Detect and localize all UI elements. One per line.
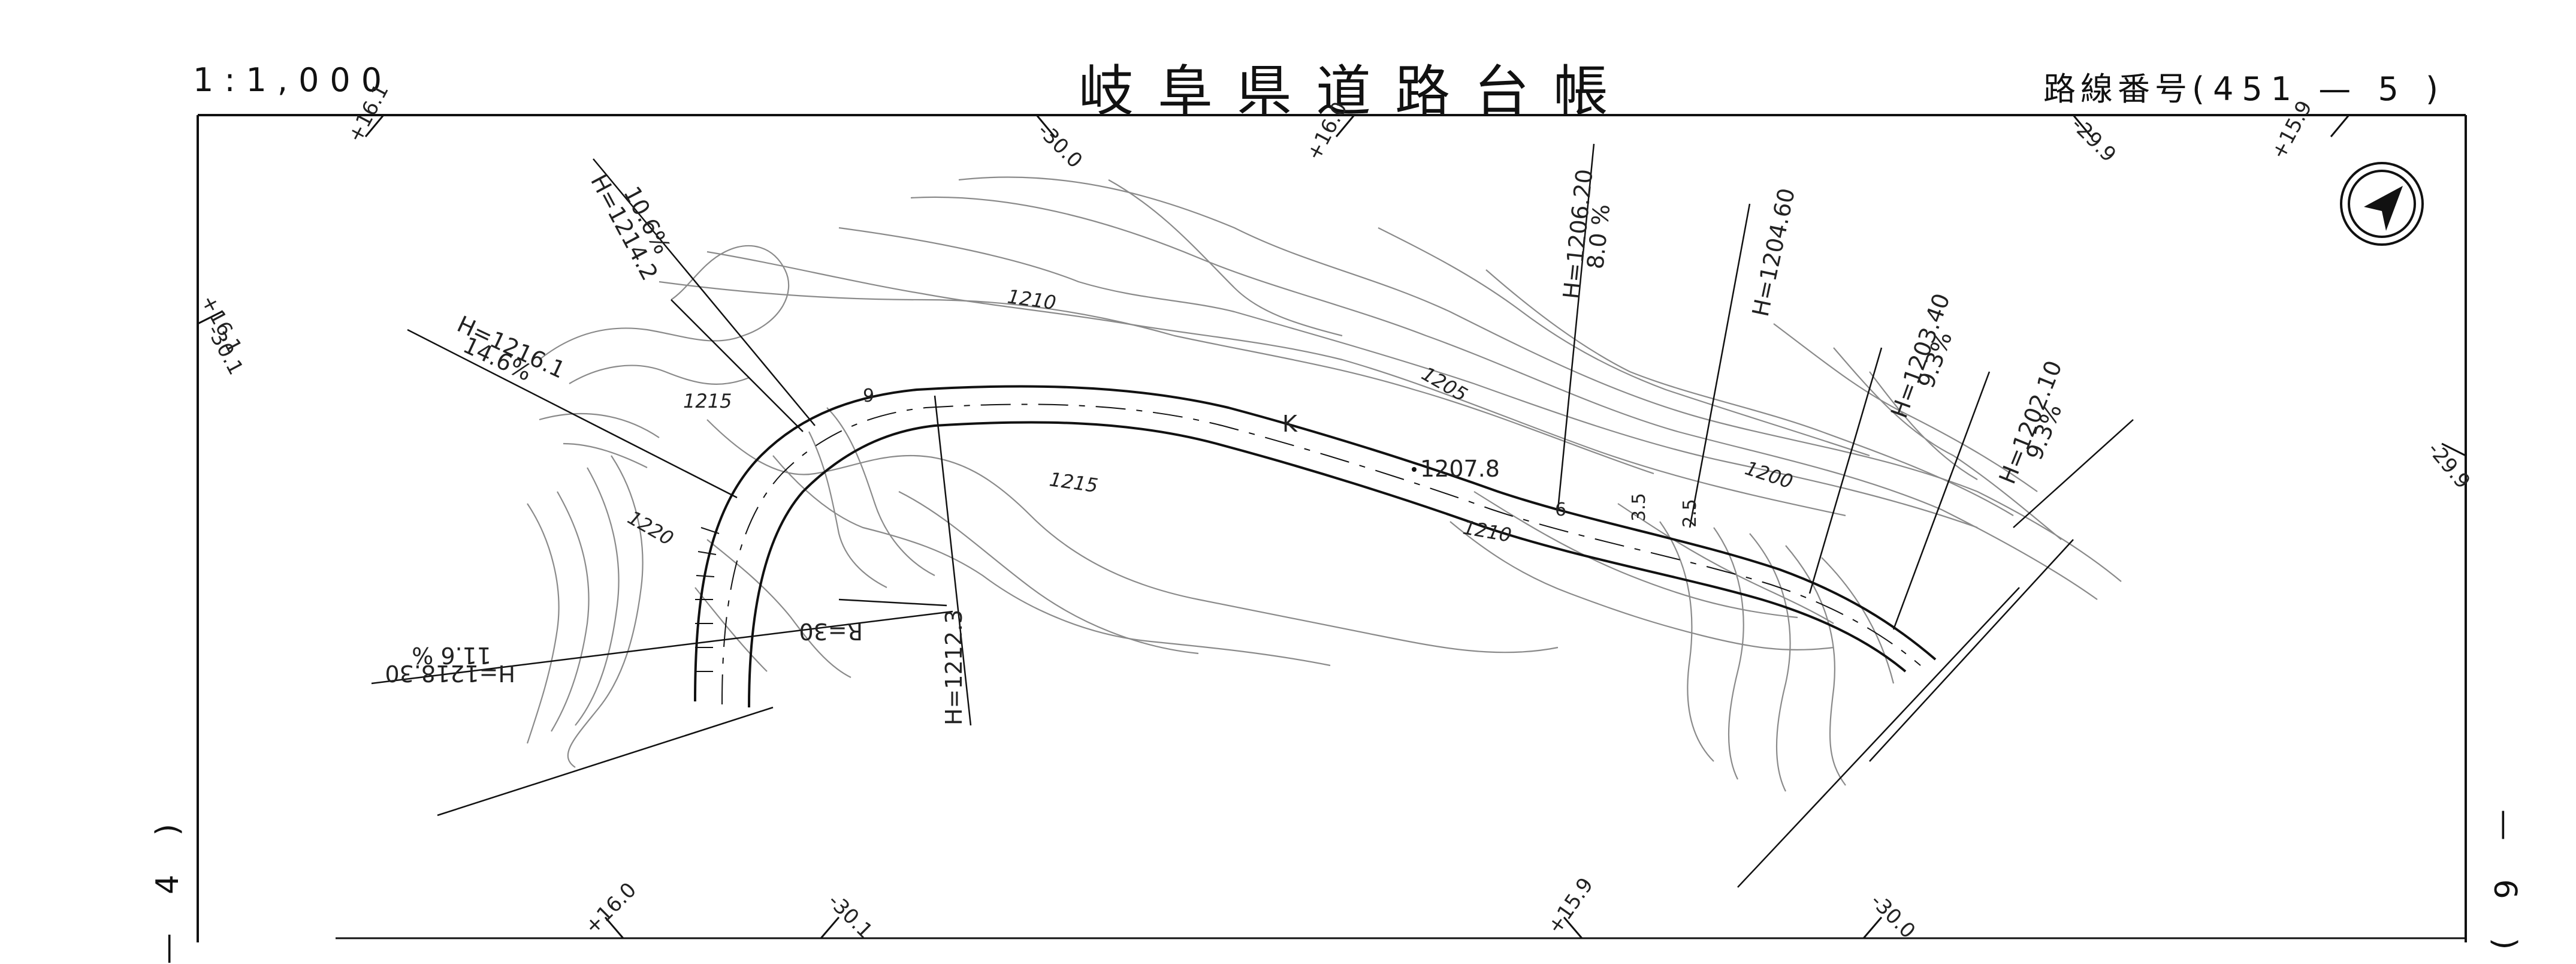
contour-label-6: 1210: [1461, 516, 1514, 547]
tick-label-bottom-1: +16.0: [580, 878, 641, 939]
map-scale: 1:1,000: [193, 61, 393, 99]
route-label: 路線番号: [2043, 70, 2192, 108]
tick-label-right-1: -29.9: [2423, 438, 2475, 493]
tick-label-top-4: -29.9: [2067, 113, 2121, 167]
map-drawing: +16.1 -30.0 +16.0 -29.9 +15.9 +16.1 -30.…: [196, 80, 2475, 942]
adjacent-sheet-right: — 6 ): [2487, 809, 2523, 964]
tick-label-top-1: +16.1: [343, 80, 394, 146]
route-number-label: 路線番号(451 — 5 ): [2043, 62, 2447, 110]
tick-label-left-2: -30.1: [202, 321, 248, 378]
elevation-h3-height: H=1218.30: [385, 660, 515, 686]
elevation-h4-height: H=1212.3: [941, 610, 967, 725]
section-lines: [371, 143, 2134, 888]
tick-label-top-5: +15.9: [2267, 97, 2317, 163]
spot-height-dot: [1412, 467, 1417, 472]
tick-label-bottom-3: +15.9: [1543, 873, 1599, 938]
grid-tick-labels: +16.1 -30.0 +16.0 -29.9 +15.9 +16.1 -30.…: [196, 80, 2475, 942]
tick-label-top-3: +16.0: [1302, 98, 1352, 164]
contour-value-labels: 1210 1215 1220 1215 1205 1210 1200: [624, 285, 1796, 550]
contour-label-3: 1220: [624, 506, 678, 550]
dimension-label-4: 2.5: [1680, 499, 1701, 528]
km-marker-label: K: [1282, 411, 1298, 437]
contour-label-7: 1200: [1743, 456, 1796, 493]
slope-hatching: [695, 527, 720, 672]
tick-label-bottom-2: -30.1: [823, 889, 877, 942]
contour-label-4: 1215: [1048, 468, 1100, 497]
tick-label-top-2: -30.0: [1033, 119, 1087, 173]
tick-label-bottom-4: -30.0: [1866, 889, 1920, 942]
spot-height-label: 1207.8: [1420, 456, 1500, 482]
contour-label-2: 1215: [683, 390, 732, 412]
curve-radius-label: R=30: [799, 618, 863, 644]
dimension-labels: 9 6 3.5 2.5: [863, 385, 1701, 528]
grid-ticks: [197, 115, 2466, 939]
route-number: (451 — 5 ): [2192, 70, 2447, 108]
map-frame: [197, 114, 2467, 942]
elevation-h3-grade: 11.6 %: [412, 642, 491, 668]
contour-label-1: 1210: [1006, 285, 1058, 314]
map-title: 岐阜県道路台帳: [1079, 59, 1633, 123]
road: [694, 385, 1937, 708]
road-annotations: R=30 1207.8 K: [799, 411, 1500, 644]
contour-label-5: 1205: [1418, 362, 1472, 406]
elevation-h6-height: H=1204.60: [1747, 186, 1800, 319]
north-arrow-icon: [2340, 162, 2424, 246]
dimension-label-3: 3.5: [1629, 493, 1650, 522]
dimension-label-1: 9: [863, 385, 874, 406]
contour-lines: [526, 176, 2122, 792]
dimension-label-2: 6: [1555, 499, 1566, 520]
road-ledger-sheet: 1:1,000 岐阜県道路台帳 路線番号(451 — 5 ) — 4 ) — 6…: [150, 59, 2523, 964]
